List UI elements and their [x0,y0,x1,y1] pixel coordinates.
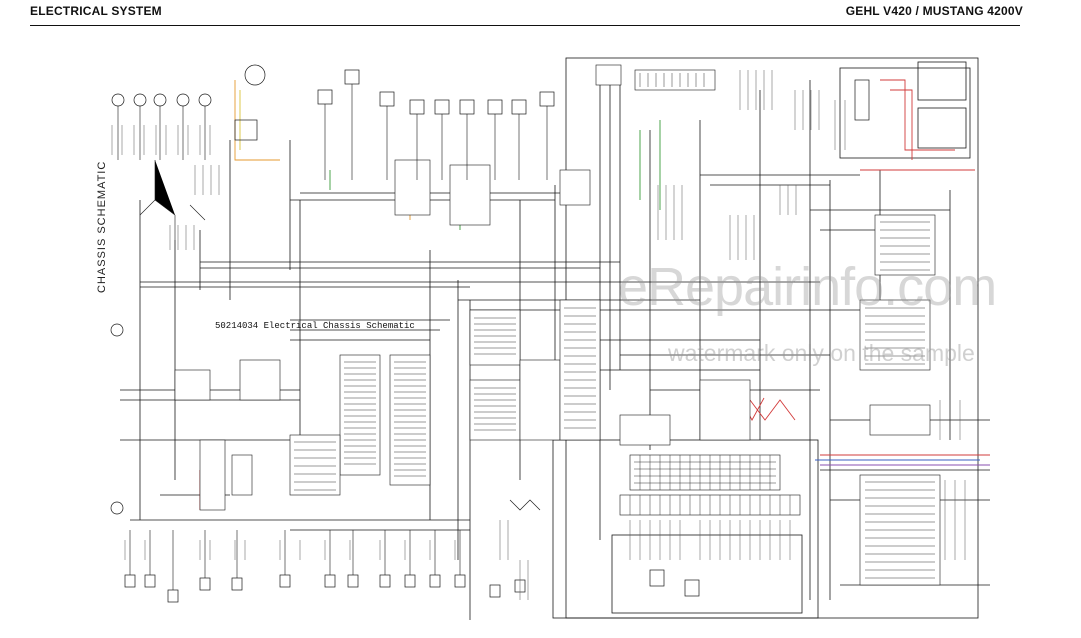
connector-blocks [174,64,941,586]
watermark-notice: watermark only on the sample [668,340,975,366]
document-label: 50214034 Electrical Chassis Schematic [215,321,415,331]
pin-lines [294,73,935,579]
component-leads [117,84,548,590]
section-title: ELECTRICAL SYSTEM [30,4,162,18]
page-header: ELECTRICAL SYSTEM GEHL V420 / MUSTANG 42… [0,0,1081,30]
model-title: GEHL V420 / MUSTANG 4200V [845,4,1023,18]
watermark-brand: eRepairinfo.com [618,257,997,317]
header-divider [30,25,1020,26]
schematic-frame [120,57,990,620]
chassis-schematic-label: CHASSIS SCHEMATIC [96,160,108,293]
label-ticks [111,70,966,600]
